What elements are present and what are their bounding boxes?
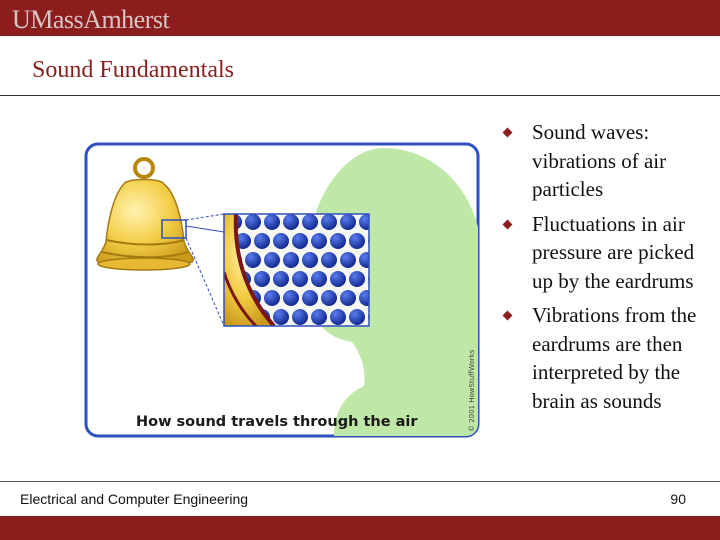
sound-travel-illustration: How sound travels through the air © 2001… <box>84 142 480 438</box>
air-particle <box>302 252 318 268</box>
air-particle <box>302 290 318 306</box>
air-particle <box>321 214 337 230</box>
air-particle <box>245 252 261 268</box>
bell-icon <box>96 157 194 271</box>
air-particle <box>311 233 327 249</box>
air-particle <box>254 233 270 249</box>
air-particle <box>311 271 327 287</box>
air-particle <box>264 214 280 230</box>
air-particle <box>321 290 337 306</box>
air-particle-inset <box>224 214 369 326</box>
air-particle <box>264 252 280 268</box>
bullet-list: Sound waves: vibrations of air particles… <box>502 118 718 421</box>
department-label: Electrical and Computer Engineering <box>20 491 249 507</box>
air-particle <box>359 252 369 268</box>
bullet-text: Fluctuations in air pressure are picked … <box>532 211 695 293</box>
air-particle <box>283 290 299 306</box>
air-particle <box>359 214 369 230</box>
bullet-text: Vibrations from the eardrums are then in… <box>532 303 697 413</box>
air-particle <box>340 214 356 230</box>
air-particle <box>349 271 365 287</box>
air-particle <box>273 233 289 249</box>
bullet-item: Vibrations from the eardrums are then in… <box>502 301 718 415</box>
figure-caption: How sound travels through the air <box>136 414 418 430</box>
figure-credit: © 2001 HowStuffWorks <box>468 349 476 432</box>
page-number: 90 <box>670 491 686 507</box>
diamond-bullet-icon <box>502 219 513 229</box>
air-particle <box>254 271 270 287</box>
air-particle <box>283 252 299 268</box>
air-particle <box>340 252 356 268</box>
bullet-text: Sound waves: vibrations of air particles <box>532 120 667 201</box>
header-bar: UMassAmherst <box>0 0 720 36</box>
title-divider <box>0 95 720 96</box>
air-particle <box>330 271 346 287</box>
air-particle <box>273 309 289 325</box>
air-particle <box>283 214 299 230</box>
air-particle <box>349 233 365 249</box>
footer-divider <box>0 481 720 482</box>
air-particle <box>292 271 308 287</box>
air-particle <box>273 271 289 287</box>
air-particle <box>340 290 356 306</box>
air-particle <box>302 214 318 230</box>
air-particle <box>292 233 308 249</box>
diamond-bullet-icon <box>502 310 513 321</box>
slide-title: Sound Fundamentals <box>32 57 234 83</box>
air-particle <box>311 309 327 325</box>
bottom-bar <box>0 516 720 540</box>
zoom-source-box <box>161 219 187 239</box>
air-particle <box>330 309 346 325</box>
bullet-item: Fluctuations in air pressure are picked … <box>502 210 718 296</box>
umass-amherst-logo: UMassAmherst <box>12 5 170 34</box>
footer: Electrical and Computer Engineering 90 <box>0 482 720 516</box>
air-particle <box>349 309 365 325</box>
air-particle <box>330 233 346 249</box>
air-particle <box>264 290 280 306</box>
air-particle <box>292 309 308 325</box>
air-particle <box>321 252 337 268</box>
air-particle <box>359 290 369 306</box>
air-particle <box>245 214 261 230</box>
bullet-item: Sound waves: vibrations of air particles <box>502 118 718 204</box>
diamond-bullet-icon <box>502 127 513 138</box>
